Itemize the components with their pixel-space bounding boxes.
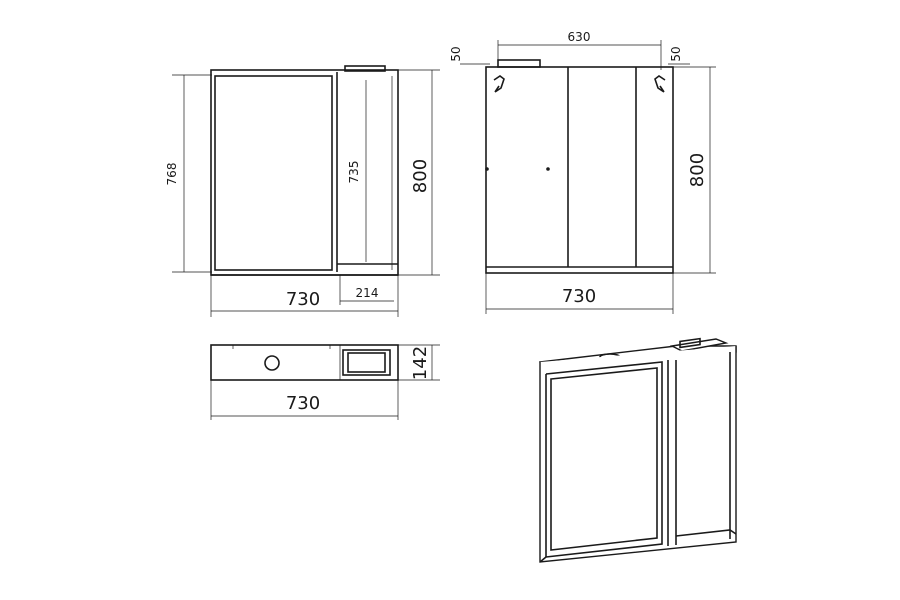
dim-50-right-label: 50 (669, 46, 683, 61)
top-lamp-fixture (342, 349, 391, 376)
iso-bottom-corner (539, 556, 547, 563)
dim-142-label: 142 (410, 346, 431, 380)
back-mount-dot-left (485, 167, 489, 171)
left-hanger-icon (493, 75, 505, 93)
front-mirror-door (214, 75, 333, 271)
front-view: 768 735 800 730 214 (165, 65, 440, 317)
front-top-lamp (344, 65, 386, 72)
dim-214-label: 214 (356, 286, 379, 300)
back-mount-dot-center (546, 167, 550, 171)
dim-730-top-label: 730 (286, 393, 320, 414)
dim-50-left-label: 50 (449, 46, 463, 61)
top-cabinet-outline (210, 344, 399, 381)
dim-800-back-label: 800 (687, 153, 708, 187)
iso-shelf-bottom (675, 529, 737, 537)
top-view: 142 730 (210, 344, 440, 420)
dim-800-front-label: 800 (410, 159, 431, 193)
right-hanger-icon (654, 75, 666, 93)
dim-768-label: 768 (165, 163, 179, 186)
iso-mirror-inner (550, 367, 658, 551)
dim-735-label: 735 (347, 161, 361, 184)
isometric-view (538, 337, 737, 563)
top-lamp-fixture-inner (347, 352, 386, 373)
top-lamp-hole (264, 355, 280, 371)
back-top-lamp (497, 59, 541, 68)
dim-730-back-label: 730 (562, 286, 596, 307)
front-cabinet-outline (210, 69, 399, 276)
iso-outer-frame (539, 346, 737, 563)
back-view: 630 50 50 800 730 (449, 30, 716, 314)
iso-mirror-frame (545, 361, 663, 558)
back-cabinet-outline (485, 66, 674, 274)
iso-lamp-detail (679, 337, 701, 349)
dim-730-front-label: 730 (286, 289, 320, 310)
dim-630-label: 630 (568, 30, 591, 44)
